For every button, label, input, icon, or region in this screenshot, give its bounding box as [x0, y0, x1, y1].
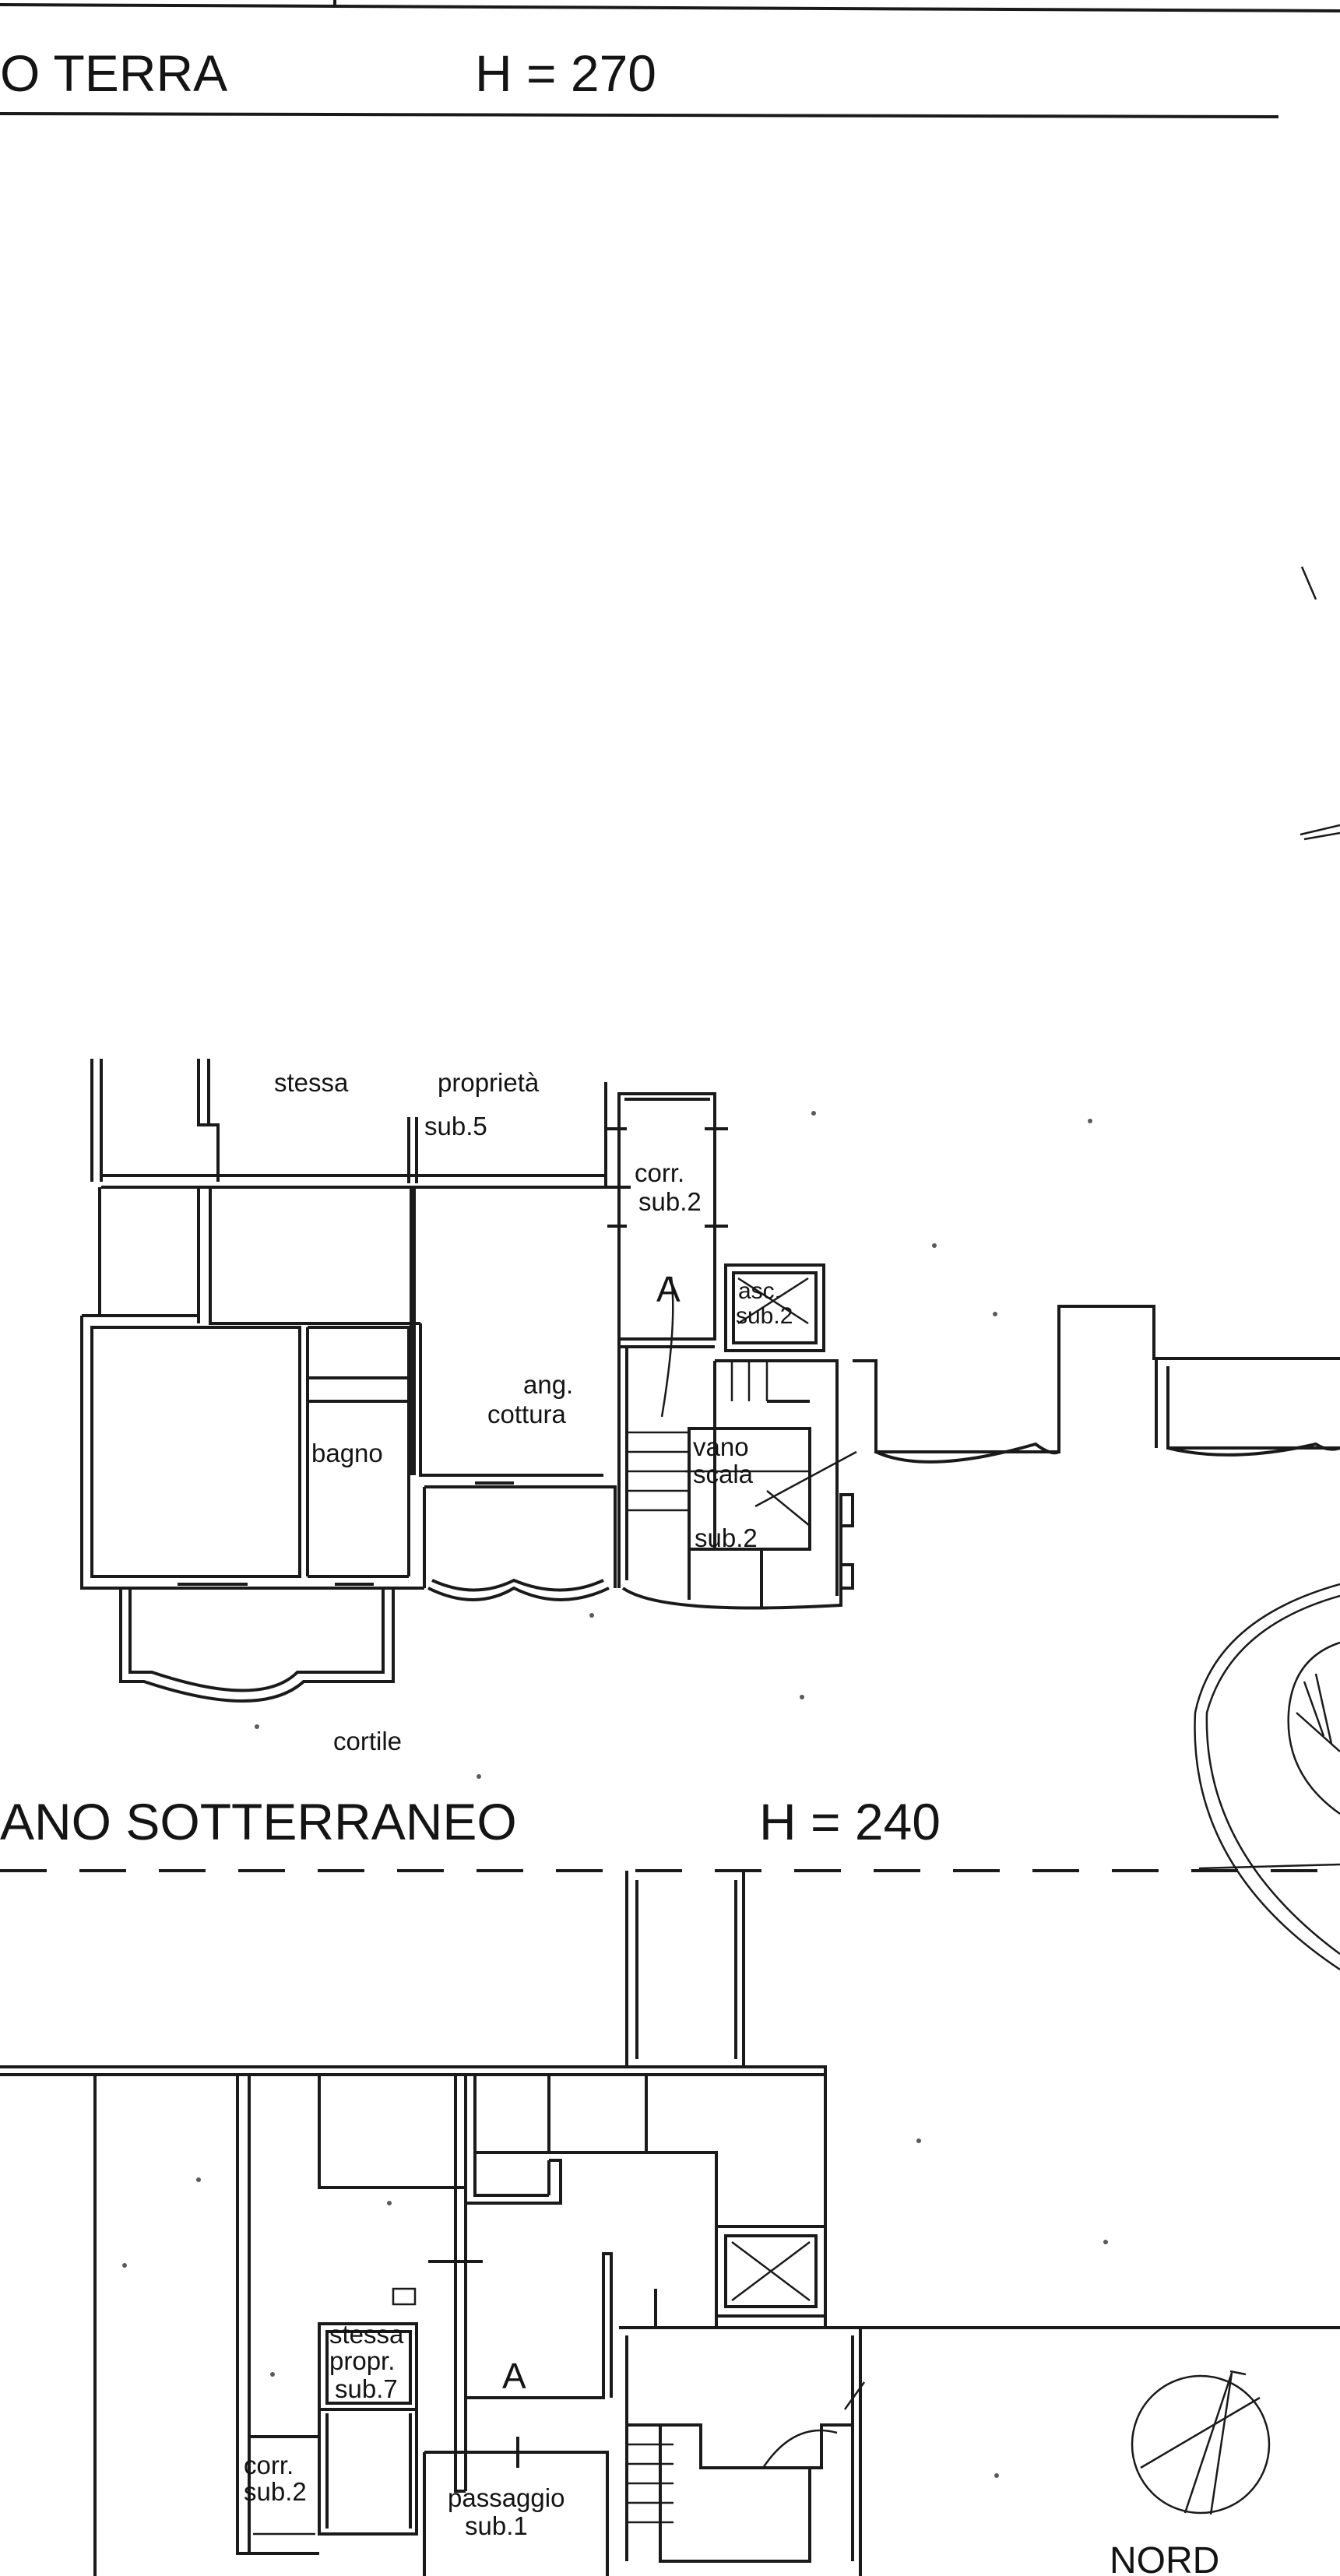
- svg-text:sub.2: sub.2: [638, 1187, 702, 1216]
- svg-text:corr.: corr.: [635, 1158, 684, 1187]
- svg-text:ang.: ang.: [523, 1370, 573, 1399]
- basement-labels: stessa propr. sub.7 A corr. sub.2 passag…: [244, 2320, 564, 2540]
- basement-floor-title: ANO SOTTERRANEO: [0, 1793, 517, 1850]
- ground-floor-title: O TERRA: [0, 44, 227, 102]
- svg-text:stessa: stessa: [274, 1068, 349, 1097]
- top-border: [0, 0, 1340, 118]
- svg-text:sub.2: sub.2: [244, 2477, 307, 2506]
- svg-text:propr.: propr.: [329, 2346, 395, 2375]
- north-compass-icon: [1131, 2370, 1271, 2515]
- svg-text:cortile: cortile: [333, 1727, 402, 1755]
- svg-text:passaggio: passaggio: [448, 2483, 564, 2512]
- svg-text:sub.7: sub.7: [335, 2374, 398, 2403]
- svg-text:scala: scala: [693, 1460, 754, 1488]
- svg-text:sub.5: sub.5: [424, 1112, 487, 1140]
- edge-marks: [1300, 566, 1340, 841]
- svg-text:asc.: asc.: [738, 1278, 781, 1304]
- svg-text:sub.1: sub.1: [465, 2511, 528, 2540]
- svg-text:cottura: cottura: [487, 1400, 567, 1429]
- basement-plan: [0, 1871, 1340, 2576]
- ground-floor-height: H = 270: [475, 44, 656, 102]
- svg-text:stessa: stessa: [329, 2320, 404, 2349]
- svg-text:A: A: [502, 2356, 526, 2396]
- ground-floor-labels: stessa proprietà sub.5 corr. sub.2 A asc…: [274, 1068, 793, 1755]
- svg-text:proprietà: proprietà: [438, 1068, 540, 1097]
- svg-text:corr.: corr.: [244, 2451, 294, 2479]
- svg-text:bagno: bagno: [311, 1439, 383, 1467]
- svg-text:sub.2: sub.2: [695, 1523, 758, 1552]
- svg-text:sub.2: sub.2: [736, 1303, 793, 1329]
- basement-floor-height: H = 240: [759, 1793, 941, 1850]
- ground-floor-plan: [80, 1059, 1340, 1779]
- compass-label: NORD: [1110, 2540, 1219, 2576]
- circular-stamp: [1194, 1583, 1340, 1971]
- svg-text:A: A: [656, 1269, 681, 1309]
- svg-text:vano: vano: [693, 1432, 749, 1461]
